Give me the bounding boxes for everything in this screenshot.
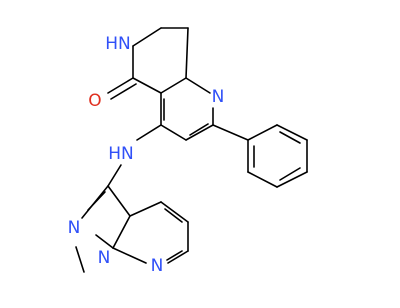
fused-pyridine-nitrogen-label: N — [151, 256, 164, 276]
amine-nh-label: HN — [108, 144, 134, 164]
pyrazole-nitrogen-b-label: N — [98, 248, 111, 268]
atom-labels: HN O N HN N N N — [68, 34, 225, 276]
pyridine-nitrogen-label: N — [212, 87, 225, 107]
amide-nh-label: HN — [105, 34, 131, 54]
pyrazole-nitrogen-a-label: N — [68, 218, 81, 238]
carbonyl-oxygen-label: O — [88, 91, 101, 111]
bonds — [75, 27, 308, 273]
